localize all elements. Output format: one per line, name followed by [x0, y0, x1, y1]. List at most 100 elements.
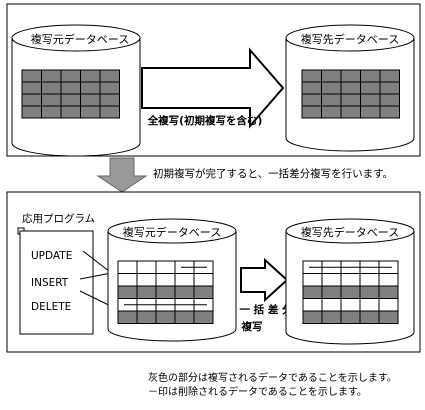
table-cell — [379, 105, 400, 119]
table-cell — [136, 273, 157, 287]
table-cell — [99, 81, 120, 95]
table-cell — [99, 69, 120, 83]
bulk-diff-copy-arrow — [240, 257, 289, 303]
table-cell — [340, 285, 361, 299]
operation-delete: DELETE — [31, 301, 71, 313]
table-cell — [301, 105, 322, 119]
table-cell — [340, 93, 361, 107]
top-full-copy-arrow — [141, 47, 285, 129]
table-cell — [136, 260, 157, 274]
table-cell — [174, 273, 195, 287]
top-full-copy-label: 全複写(初期複写を含む) — [147, 114, 263, 127]
table-cell — [80, 81, 101, 95]
table-cell — [340, 273, 361, 287]
table-cell — [302, 273, 323, 287]
table-cell — [41, 69, 62, 83]
table-cell — [21, 93, 42, 107]
application-program-box: 応用プログラム UPDATE INSERT DELETE — [17, 212, 95, 335]
table-cell — [117, 310, 138, 324]
bottom-source-data-table — [117, 260, 214, 324]
legend-deleted-note: －印は削除されるデータであることを示します。 — [148, 385, 367, 398]
table-cell — [340, 105, 361, 119]
transition-down-arrow — [96, 157, 148, 193]
table-cell — [174, 285, 195, 299]
table-cell — [340, 310, 361, 324]
table-cell — [21, 69, 42, 83]
table-cell — [60, 93, 81, 107]
table-cell — [340, 81, 361, 95]
table-cell — [321, 285, 342, 299]
table-cell — [80, 93, 101, 107]
bulk-diff-copy-label-line2: 複写 — [241, 320, 263, 333]
top-source-db-label: 複写元データベース — [31, 32, 129, 46]
table-cell — [41, 93, 62, 107]
table-cell — [340, 298, 361, 312]
table-cell — [117, 273, 138, 287]
table-cell — [321, 69, 342, 83]
legend-gray-note: 灰色の部分は複写されるデータであることを示します。 — [148, 371, 397, 384]
top-target-data-table — [301, 69, 400, 119]
table-cell — [378, 298, 399, 312]
table-cell — [60, 69, 81, 83]
table-cell — [321, 81, 342, 95]
top-target-db-label: 複写先データベース — [301, 32, 399, 46]
bottom-source-db-label: 複写元データベース — [123, 225, 221, 239]
table-cell — [379, 93, 400, 107]
application-program-label: 応用プログラム — [22, 212, 95, 225]
table-cell — [60, 81, 81, 95]
table-cell — [41, 105, 62, 119]
table-cell — [117, 260, 138, 274]
bottom-target-database-cylinder: 複写先データベース — [285, 218, 415, 345]
table-cell — [360, 105, 381, 119]
table-cell — [378, 273, 399, 287]
bottom-target-db-label: 複写先データベース — [301, 225, 399, 239]
table-cell — [379, 81, 400, 95]
table-cell — [99, 105, 120, 119]
table-cell — [321, 310, 342, 324]
table-cell — [321, 105, 342, 119]
table-cell — [193, 310, 214, 324]
transition-text: 初期複写が完了すると、一括差分複写を行います。 — [153, 167, 393, 180]
table-cell — [359, 298, 380, 312]
table-cell — [41, 81, 62, 95]
table-cell — [340, 69, 361, 83]
table-cell — [136, 285, 157, 299]
table-cell — [136, 310, 157, 324]
table-cell — [60, 105, 81, 119]
table-cell — [301, 93, 322, 107]
table-cell — [321, 298, 342, 312]
table-cell — [155, 260, 176, 274]
table-cell — [301, 81, 322, 95]
top-source-database-cylinder: 複写元データベース — [11, 24, 141, 157]
table-cell — [378, 310, 399, 324]
bottom-target-data-table — [302, 260, 399, 324]
table-cell — [359, 310, 380, 324]
table-cell — [360, 81, 381, 95]
table-cell — [360, 69, 381, 83]
table-cell — [378, 285, 399, 299]
table-cell — [359, 285, 380, 299]
table-cell — [155, 310, 176, 324]
table-cell — [302, 298, 323, 312]
table-cell — [21, 81, 42, 95]
top-target-database-cylinder: 複写先データベース — [285, 24, 415, 152]
table-cell — [302, 310, 323, 324]
table-cell — [302, 285, 323, 299]
table-cell — [80, 69, 101, 83]
operation-update: UPDATE — [31, 250, 72, 262]
table-cell — [21, 105, 42, 119]
table-cell — [360, 93, 381, 107]
table-cell — [193, 285, 214, 299]
table-cell — [301, 69, 322, 83]
bulk-diff-copy-label-line1: 一 括 差 分 — [240, 303, 293, 316]
table-cell — [174, 310, 195, 324]
table-cell — [155, 285, 176, 299]
table-cell — [80, 105, 101, 119]
table-cell — [321, 273, 342, 287]
bottom-source-database-cylinder: 複写元データベース — [107, 218, 237, 342]
table-cell — [99, 93, 120, 107]
bottom-panel: 応用プログラム UPDATE INSERT DELETE 複写元データベース 一… — [6, 191, 421, 353]
table-cell — [379, 69, 400, 83]
table-cell — [117, 285, 138, 299]
top-panel: 複写元データベース 全複写(初期複写を含む) 複写先データベース — [6, 3, 421, 157]
